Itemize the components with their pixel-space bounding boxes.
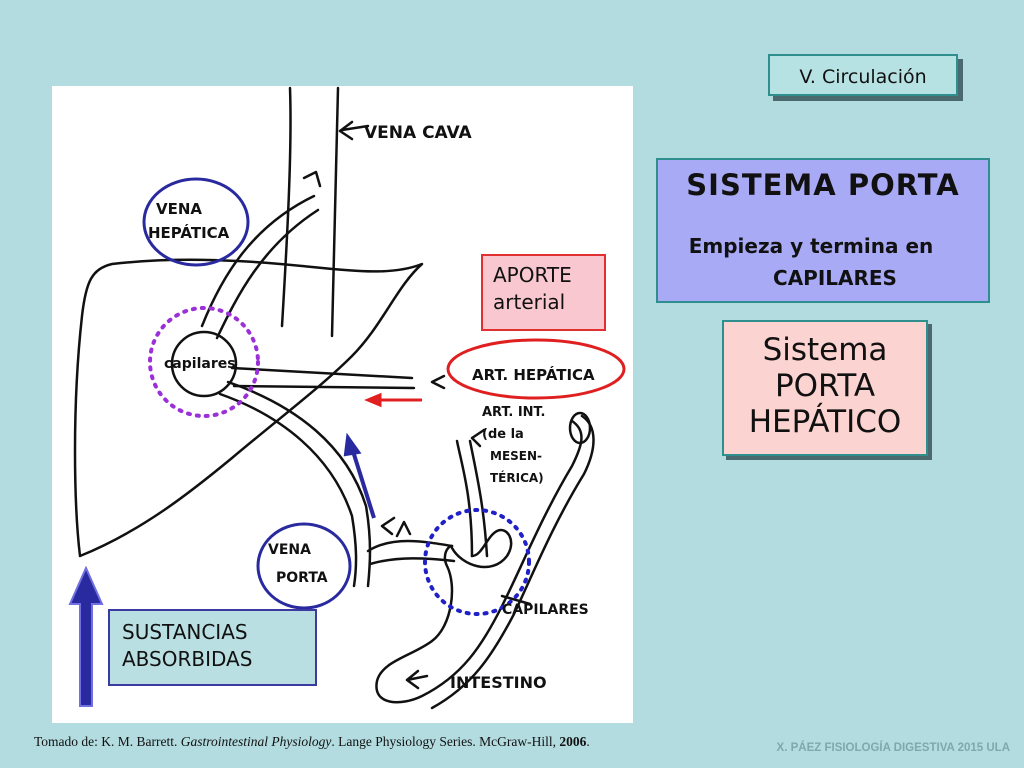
label-art-hepatica: ART. HEPÁTICA	[472, 365, 595, 384]
portal-system-drawing: VENA CAVA VENA HEPÁTICA capilares ART. H…	[73, 86, 626, 710]
title-main: SISTEMA PORTA	[686, 168, 960, 202]
hepatic-artery	[230, 366, 416, 390]
intestine-capillaries-dotted-circle	[423, 508, 531, 616]
sistema-porta-hepatico-box: Sistema PORTA HEPÁTICO	[722, 320, 928, 456]
sustancias-line2: ABSORBIDAS	[122, 647, 253, 671]
hepatic-line3: HEPÁTICO	[748, 404, 902, 440]
vena-hepatica-circle	[142, 177, 250, 267]
liver-capillary-node	[170, 330, 238, 398]
label-vena-hepatica-2: HEPÁTICA	[148, 223, 230, 242]
caption-suffix: .	[586, 734, 590, 749]
label-art-int-4: TÉRICA)	[490, 470, 544, 485]
portal-vein	[218, 380, 372, 588]
sustancias-absorbidas-box: SUSTANCIAS ABSORBIDAS	[108, 609, 317, 686]
label-vena-cava: VENA CAVA	[364, 123, 473, 143]
section-tag: V. Circulación	[768, 54, 958, 96]
caption-year: 2006	[559, 734, 587, 749]
author-credit: X. PÁEZ FISIOLOGÍA DIGESTIVA 2015 ULA	[776, 742, 1010, 754]
hepatic-line1: Sistema	[762, 332, 888, 368]
upward-blue-arrow-icon	[68, 566, 104, 707]
hepatic-line2: PORTA	[774, 368, 876, 404]
source-caption: Tomado de: K. M. Barrett. Gastrointestin…	[34, 734, 694, 750]
intestinal-artery	[455, 439, 489, 558]
sistema-porta-title-box: SISTEMA PORTA Empieza y termina en CAPIL…	[656, 158, 990, 303]
liver-outline	[73, 258, 424, 558]
title-subtitle-line2: CAPILARES	[773, 266, 897, 290]
label-vena-hepatica-1: VENA	[156, 200, 202, 218]
caption-middle: . Lange Physiology Series. McGraw-Hill,	[331, 734, 560, 749]
label-art-int-2: (de la	[482, 427, 524, 442]
label-art-int-1: ART. INT.	[482, 405, 545, 420]
label-capilares-liver: capilares	[164, 356, 236, 372]
mesenteric-vein	[366, 539, 456, 566]
sustancias-line1: SUSTANCIAS	[122, 620, 248, 644]
vena-porta-circle	[256, 522, 352, 610]
vena-cava	[280, 86, 340, 338]
intestine	[375, 414, 595, 710]
liver-capillaries-dotted-circle	[148, 306, 260, 418]
caption-book-title: Gastrointestinal Physiology	[180, 734, 332, 749]
label-vena-porta-2: PORTA	[276, 570, 328, 586]
caption-prefix: Tomado de: K. M. Barrett.	[34, 734, 181, 749]
aporte-arterial-box: APORTE arterial	[481, 254, 606, 331]
label-vena-porta-1: VENA	[268, 542, 311, 558]
title-subtitle-line1: Empieza y termina en	[688, 234, 934, 258]
art-hepatica-circle	[446, 338, 626, 400]
aporte-line1: APORTE	[493, 263, 572, 287]
aporte-line2: arterial	[493, 290, 566, 314]
label-intestino: INTESTINO	[450, 673, 547, 692]
label-capilares-intestine: CAPILARES	[502, 602, 589, 618]
label-art-int-3: MESEN-	[490, 449, 542, 463]
